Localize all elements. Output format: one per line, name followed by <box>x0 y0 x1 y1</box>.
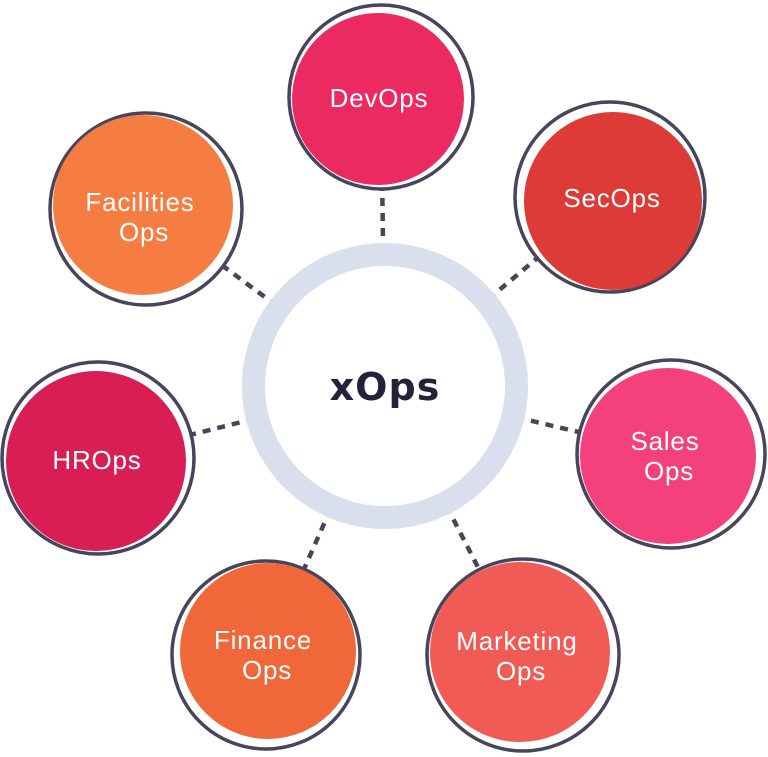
node-facilities-ops-fill <box>53 115 233 295</box>
node-finance-ops-fill <box>180 563 356 739</box>
node-secops-fill <box>524 112 702 290</box>
node-marketing-ops-label: Marketing Ops <box>456 626 585 686</box>
node-sales-ops-label-line1: Sales <box>630 426 699 456</box>
node-hrops-label: HROps <box>52 445 141 475</box>
node-hrops: HROps <box>0 360 196 556</box>
node-finance-ops: Finance Ops <box>170 559 362 751</box>
node-secops: SecOps <box>513 100 707 294</box>
node-devops: DevOps <box>287 3 475 191</box>
node-facilities-ops-label-line1: Facilities <box>85 187 194 217</box>
node-facilities-ops: Facilities Ops <box>48 111 244 307</box>
center-ring <box>242 243 528 529</box>
node-facilities-ops-label: Facilities Ops <box>85 187 202 247</box>
node-hrops-fill <box>6 371 186 551</box>
node-xops-center: xOps <box>242 243 528 529</box>
node-facilities-ops-label-line2: Ops <box>119 217 169 247</box>
node-sales-ops: Sales Ops <box>575 358 767 550</box>
node-marketing-ops-fill <box>430 562 610 742</box>
node-secops-label: SecOps <box>563 183 660 213</box>
node-marketing-ops: Marketing Ops <box>425 557 621 753</box>
node-finance-ops-label-line1: Finance <box>214 625 312 655</box>
node-sales-ops-label-line2: Ops <box>644 456 694 486</box>
node-finance-ops-label: Finance Ops <box>214 625 320 685</box>
node-marketing-ops-label-line1: Marketing <box>456 626 577 656</box>
node-sales-ops-fill <box>580 368 756 544</box>
center-label: xOps <box>330 365 441 409</box>
node-marketing-ops-label-line2: Ops <box>496 656 546 686</box>
node-sales-ops-label: Sales Ops <box>630 426 707 486</box>
node-devops-fill <box>292 13 464 185</box>
node-finance-ops-label-line2: Ops <box>242 655 292 685</box>
node-devops-label: DevOps <box>330 83 429 113</box>
